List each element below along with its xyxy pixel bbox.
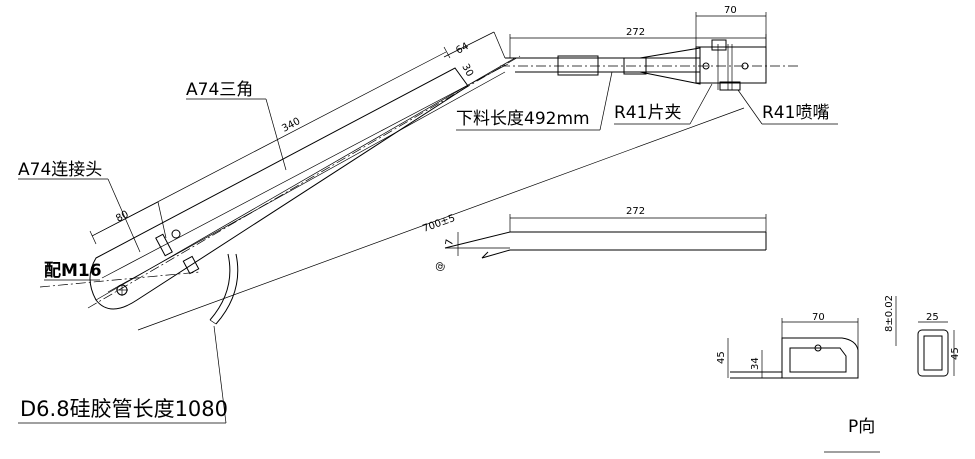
dim-at-label: @: [434, 261, 447, 273]
wiper-arm-body: [39, 55, 521, 310]
p-dim-45b-label: 45: [950, 347, 961, 360]
p-dim-70-label: 70: [812, 312, 825, 323]
p-view-front: 70 45 34: [716, 312, 859, 379]
svg-text:D6.8硅胶管长度1080: D6.8硅胶管长度1080: [20, 397, 228, 421]
p-view-side: 25 45 8±0.02: [884, 295, 961, 377]
label-cut-length: 下料长度492mm: [456, 71, 613, 131]
dim-64-label: 64: [454, 41, 470, 57]
dim-272-side-label: 272: [626, 206, 645, 217]
dim-272-top: 272: [509, 27, 767, 58]
dim-70-top-label: 70: [724, 5, 737, 16]
svg-text:配M16: 配M16: [44, 261, 102, 281]
nozzle-tube: [500, 47, 800, 85]
dim-272-top-label: 272: [626, 27, 645, 38]
dim-80: 80: [91, 201, 167, 239]
connector-clip: [155, 229, 200, 275]
side-view: 272 7 @: [434, 206, 767, 273]
p-dim-34-label: 34: [750, 357, 761, 370]
dim-700: 700±5: [137, 107, 745, 331]
dim-7-label: 7: [444, 238, 456, 246]
svg-text:A74三角: A74三角: [186, 80, 253, 100]
dim-700-label: 700±5: [421, 213, 457, 235]
dim-340-label: 340: [280, 116, 302, 135]
dim-70-top: 70: [695, 5, 767, 47]
label-hose: D6.8硅胶管长度1080: [18, 325, 228, 424]
label-r41-clip: R41片夹: [614, 83, 713, 125]
dim-30-label: 30: [459, 62, 475, 78]
label-p-view: P向: [824, 417, 880, 453]
svg-text:P向: P向: [848, 417, 875, 437]
svg-text:A74连接头: A74连接头: [18, 160, 102, 180]
label-r41-nozzle: R41喷嘴: [737, 89, 838, 125]
label-pei-m16: 配M16: [44, 261, 102, 281]
p-dim-8-label: 8±0.02: [884, 295, 895, 332]
label-a74-connector: A74连接头: [18, 160, 141, 253]
svg-text:下料长度492mm: 下料长度492mm: [456, 109, 590, 129]
dim-64-30: 64 30: [443, 31, 506, 79]
p-dim-45-label: 45: [716, 351, 727, 364]
p-dim-25-label: 25: [926, 312, 939, 323]
svg-text:R41喷嘴: R41喷嘴: [762, 103, 829, 123]
label-a74-triangle: A74三角: [186, 80, 287, 171]
hose-curve: [209, 253, 239, 325]
nozzle-head: [695, 39, 767, 91]
svg-text:R41片夹: R41片夹: [614, 103, 681, 123]
